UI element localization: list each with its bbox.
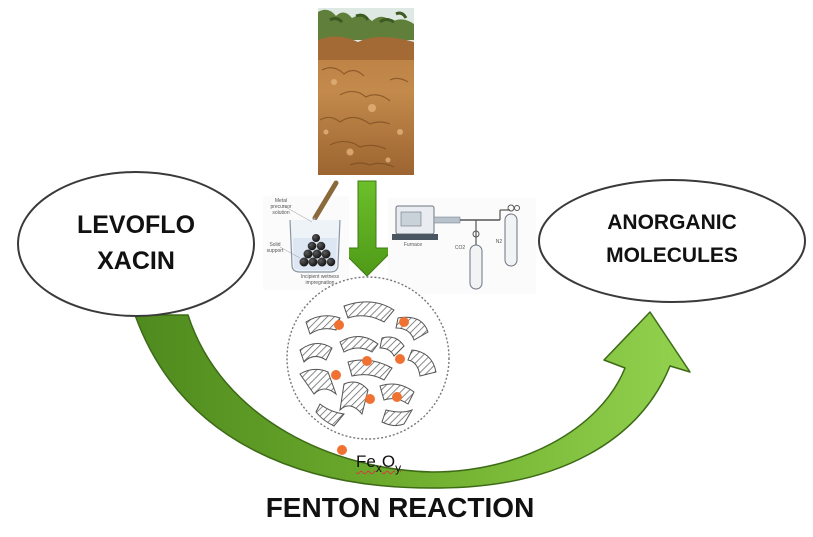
legend-iron-oxide-label: FexOy bbox=[356, 452, 402, 475]
legend-base: Fe bbox=[356, 452, 376, 471]
impregnation-illustration bbox=[263, 180, 349, 290]
furnace-illustration bbox=[388, 198, 536, 294]
catalyst-particle-diagram bbox=[286, 276, 450, 440]
anorganic-molecules-node bbox=[538, 179, 806, 303]
cycle-arrow bbox=[134, 311, 691, 489]
biomass-photo bbox=[318, 8, 414, 175]
support-label: Solid support bbox=[266, 242, 284, 254]
legend-mid: O bbox=[381, 452, 396, 471]
impregnation-method-label: Incipient wetness impregnation bbox=[300, 274, 340, 286]
precursor-label: Metal precursor solution bbox=[270, 198, 292, 216]
process-arrow-down bbox=[337, 180, 397, 277]
gas-label-n2: N2 bbox=[495, 239, 503, 245]
legend-sub-y: y bbox=[395, 461, 402, 475]
levofloxacin-node bbox=[17, 171, 255, 317]
anorganic-molecules-label: ANORGANIC MOLECULES bbox=[606, 211, 738, 267]
fenton-reaction-title: FENTON REACTION bbox=[265, 492, 535, 523]
levofloxacin-label: LEVOFLO XACIN bbox=[76, 210, 196, 275]
legend-sub-x: x bbox=[375, 461, 382, 475]
legend-particle-icon bbox=[337, 445, 347, 455]
furnace-label: Furnace bbox=[403, 242, 423, 248]
gas-label-co2: CO2 bbox=[454, 245, 466, 251]
